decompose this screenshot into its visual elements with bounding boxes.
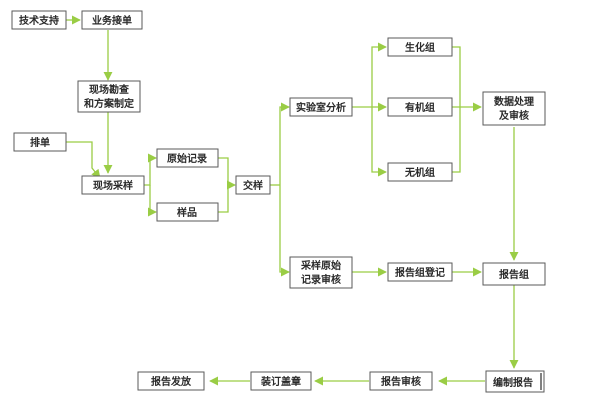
node-binding-seal: 装订盖章: [250, 371, 312, 391]
edge-records-to-handover: [218, 157, 236, 190]
node-report-review-label: 报告审核: [381, 375, 421, 388]
node-raw-records-label: 原始记录: [167, 152, 207, 165]
node-site-survey-line2: 和方案制定: [83, 97, 134, 110]
node-raw-records: 原始记录: [156, 148, 219, 168]
connectors: [66, 15, 519, 386]
node-sampling-review-line2: 记录审核: [301, 273, 341, 286]
node-inorganic-group: 无机组: [387, 162, 453, 182]
edge-sampling-to-samples: [147, 185, 157, 217]
node-compile-report-label: 编制报告: [493, 376, 533, 389]
node-biochem-group: 生化组: [387, 37, 453, 57]
node-data-processing-line1: 数据处理: [494, 95, 534, 108]
node-site-survey: 现场勘查 和方案制定: [77, 80, 141, 113]
node-report-group-register-label: 报告组登记: [395, 266, 445, 279]
node-tech-support-label: 技术支持: [19, 14, 59, 27]
node-binding-seal-label: 装订盖章: [260, 375, 301, 388]
node-organic-group-label: 有机组: [405, 101, 435, 114]
node-report-issue-label: 报告发放: [151, 375, 192, 388]
node-hand-over-label: 交样: [243, 179, 263, 192]
node-schedule: 排单: [13, 132, 67, 152]
edge-samples-to-handover: [218, 185, 229, 213]
node-organic-group: 有机组: [387, 97, 453, 117]
node-report-review: 报告审核: [369, 371, 433, 391]
node-field-sampling: 现场采样: [81, 175, 145, 195]
node-data-processing-line2: 及审核: [499, 109, 529, 122]
edge-biochem-to-data: [452, 46, 461, 107]
node-samples: 样品: [156, 202, 219, 222]
edge-lab-to-biochem: [371, 42, 387, 107]
node-sampling-review-line1: 采样原始: [300, 259, 341, 272]
node-site-survey-line1: 现场勘查: [89, 83, 130, 96]
node-data-processing-review: 数据处理 及审核: [482, 91, 546, 126]
edge-handover-to-review: [279, 185, 290, 277]
edge-lab-to-inorganic: [371, 107, 387, 177]
node-report-group-register: 报告组登记: [387, 262, 453, 282]
node-compile-report: 编制报告: [485, 370, 545, 393]
node-report-group-label: 报告组: [499, 268, 529, 281]
node-inorganic-group-label: 无机组: [404, 166, 435, 179]
node-field-sampling-label: 现场采样: [93, 179, 133, 192]
node-business-order: 业务接单: [81, 10, 143, 30]
node-biochem-group-label: 生化组: [405, 41, 435, 54]
node-business-order-label: 业务接单: [92, 14, 132, 27]
node-report-group: 报告组: [482, 262, 546, 286]
node-lab-analysis-label: 实验室分析: [296, 101, 346, 114]
node-samples-label: 样品: [177, 206, 197, 219]
node-sampling-records-review: 采样原始 记录审核: [289, 256, 353, 289]
node-tech-support: 技术支持: [11, 10, 67, 30]
node-report-issue: 报告发放: [137, 371, 205, 391]
node-lab-analysis: 实验室分析: [289, 97, 353, 117]
edge-inorganic-to-data: [452, 107, 461, 173]
edge-sampling-to-records: [144, 153, 157, 186]
edge-handover-to-lab: [279, 102, 290, 185]
node-schedule-label: 排单: [30, 136, 50, 149]
edge-schedule-to-sampling: [66, 141, 101, 179]
node-hand-over: 交样: [235, 175, 271, 195]
